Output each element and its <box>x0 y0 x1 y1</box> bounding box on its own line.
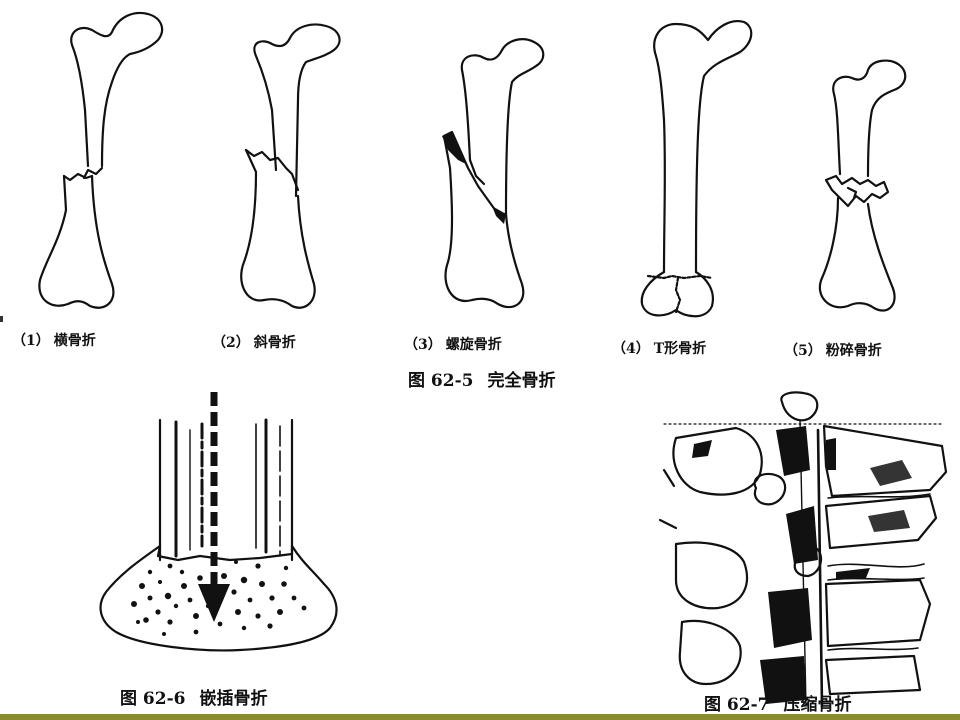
figure-62-6-title: 嵌插骨折 <box>199 689 268 709</box>
panel-label-2-index: （2） <box>212 335 250 351</box>
panel-label-4: （4）T形骨折 <box>612 338 706 358</box>
figure-62-5-caption: 图 62-5 完全骨折 <box>408 366 555 391</box>
panel-label-5: （5）粉碎骨折 <box>784 340 882 360</box>
ligament-shading <box>692 426 912 704</box>
panel-label-2-name: 斜骨折 <box>253 335 296 351</box>
figure-62-7-caption: 图 62-7 压缩骨折 <box>704 690 851 715</box>
oblique-fracture-femur <box>240 23 341 309</box>
figure-62-7-number: 图 62-7 <box>704 695 770 715</box>
panel-label-1: （1）横骨折 <box>12 330 96 350</box>
panel-label-5-name: 粉碎骨折 <box>825 343 882 359</box>
impaction-arrow <box>198 392 230 622</box>
panel-label-3: （3）螺旋骨折 <box>404 334 502 354</box>
figure-62-6-number: 图 62-6 <box>120 689 186 709</box>
figure-62-6-caption: 图 62-6 嵌插骨折 <box>120 684 267 709</box>
panel-label-1-index: （1） <box>12 333 50 349</box>
panel-label-5-index: （5） <box>784 343 822 359</box>
panel-label-4-name: T形骨折 <box>653 341 707 357</box>
footer-bar <box>0 714 960 720</box>
panel-label-1-name: 横骨折 <box>53 333 96 349</box>
comminuted-fracture-femur <box>818 59 907 312</box>
t-shaped-fracture-femur <box>640 20 753 318</box>
figure-62-5-number: 图 62-5 <box>408 371 474 391</box>
panel-label-3-index: （3） <box>404 337 442 353</box>
panel-label-2: （2）斜骨折 <box>212 332 296 352</box>
panel-label-4-index: （4） <box>612 341 650 357</box>
transverse-fracture-femur <box>38 11 164 309</box>
figure-62-5-title: 完全骨折 <box>487 371 556 391</box>
cancellous-bone-texture <box>131 560 307 636</box>
panel-label-3-name: 螺旋骨折 <box>445 337 502 353</box>
figure-62-7-title: 压缩骨折 <box>783 695 852 715</box>
edge-mark <box>0 316 3 322</box>
